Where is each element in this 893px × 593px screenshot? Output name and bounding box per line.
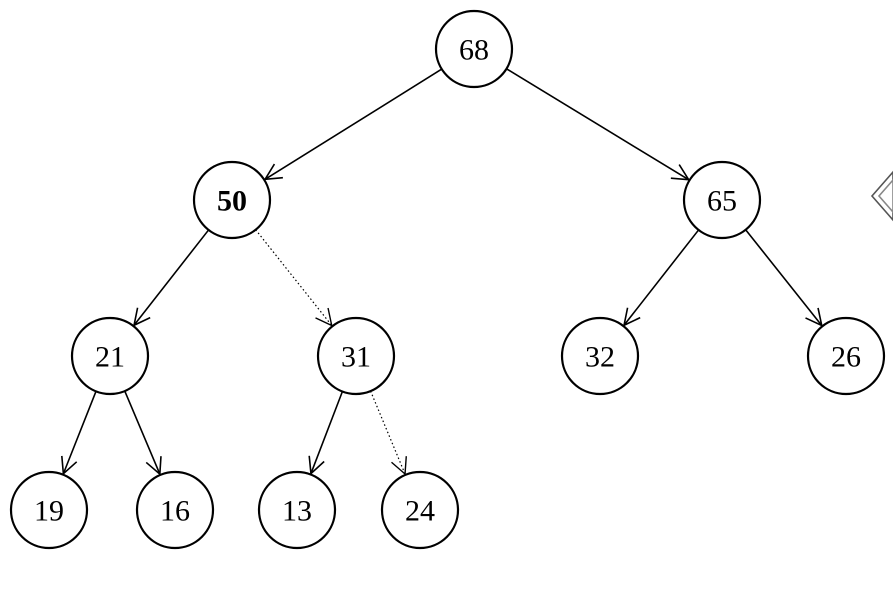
edge-line	[745, 229, 823, 326]
node-label: 65	[707, 185, 737, 218]
node-circle	[316, 316, 396, 396]
node-circle	[9, 470, 89, 550]
nodes-layer: 68 50 65 21 31 32 26 19 16 13 24	[9, 9, 886, 550]
node-label: 32	[585, 341, 615, 374]
edge-31-13	[308, 391, 344, 476]
node-label: 68	[459, 34, 489, 67]
tree-node-50: 50	[192, 160, 272, 240]
tree-node-21: 21	[70, 316, 150, 396]
edges-layer	[61, 68, 823, 476]
edge-line	[310, 391, 344, 474]
edge-line	[62, 391, 97, 475]
node-circle	[192, 160, 272, 240]
tree-node-68: 68	[434, 9, 514, 89]
node-circle	[434, 9, 514, 89]
node-circle	[135, 470, 215, 550]
node-label: 13	[282, 495, 312, 528]
edge-68-65	[506, 68, 691, 181]
node-label: 26	[831, 341, 861, 374]
node-label: 19	[34, 495, 64, 528]
node-circle	[560, 316, 640, 396]
edge-line	[370, 390, 406, 475]
node-circle	[806, 316, 886, 396]
edge-68-50	[263, 68, 443, 181]
node-label: 21	[95, 341, 125, 374]
edge-65-32	[622, 229, 700, 327]
node-label: 50	[217, 185, 247, 218]
diamond-marker-icon	[870, 170, 893, 222]
node-label: 16	[160, 495, 190, 528]
edge-50-21	[132, 229, 210, 327]
edge-31-24	[370, 390, 407, 476]
edge-line	[623, 229, 700, 326]
node-circle	[682, 160, 762, 240]
node-circle	[380, 470, 460, 550]
tree-node-24: 24	[380, 470, 460, 550]
edge-line	[133, 229, 210, 326]
edge-21-19	[61, 391, 97, 476]
edge-line	[506, 68, 690, 181]
node-circle	[257, 470, 337, 550]
tree-node-32: 32	[560, 316, 640, 396]
edge-line	[264, 68, 443, 181]
node-circle	[70, 316, 150, 396]
edge-line	[124, 390, 161, 475]
tree-node-31: 31	[316, 316, 396, 396]
node-label: 24	[405, 495, 435, 528]
tree-node-19: 19	[9, 470, 89, 550]
edge-21-16	[124, 390, 162, 476]
node-label: 31	[341, 341, 371, 374]
tree-node-13: 13	[257, 470, 337, 550]
arrowhead-icon	[315, 307, 333, 327]
tree-node-16: 16	[135, 470, 215, 550]
edge-65-26	[745, 229, 823, 327]
tree-node-65: 65	[682, 160, 762, 240]
edge-line	[255, 229, 333, 326]
edge-50-31	[255, 229, 333, 327]
tree-node-26: 26	[806, 316, 886, 396]
